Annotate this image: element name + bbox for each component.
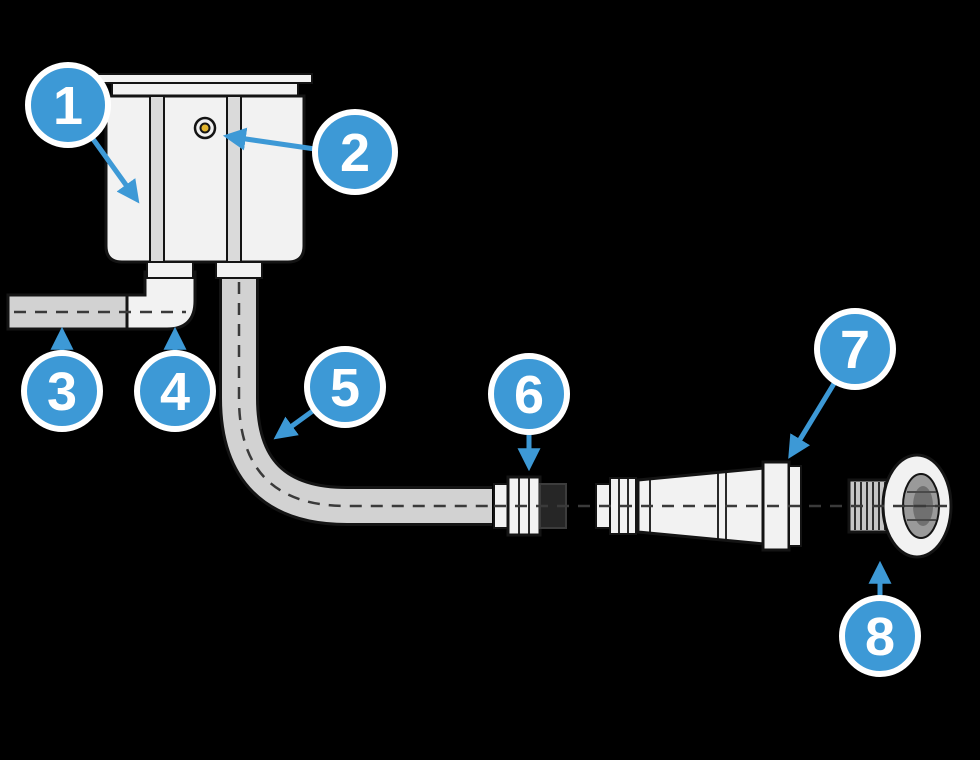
callout-3-bubble — [21, 350, 103, 432]
bleed-screw-center — [199, 122, 211, 134]
callout-4-bubble — [134, 350, 216, 432]
callout-8-bubble — [839, 595, 921, 677]
callout-7-bubble — [814, 308, 896, 390]
callout-2-arrow — [222, 127, 318, 152]
callout-1-label: 1 — [53, 76, 83, 136]
flex-hose — [219, 278, 492, 526]
callout-8-label: 8 — [865, 607, 895, 667]
return-fitting — [847, 453, 953, 559]
skimmer-outlet-left — [146, 261, 194, 279]
callout-1: 1 — [25, 62, 140, 204]
callout-2-label: 2 — [340, 123, 370, 183]
skimmer-outlet-right — [215, 261, 263, 279]
supply-pipe-body — [6, 293, 132, 331]
flex-hose-centerline — [237, 282, 488, 508]
callout-6-bubble — [488, 353, 570, 435]
skimmer-assembly — [97, 73, 313, 279]
callout-1-arrow — [90, 136, 140, 204]
cone-fitting-body — [636, 466, 766, 546]
callout-1-bubble — [25, 62, 111, 148]
callout-8: 8 — [839, 560, 921, 677]
callout-3-label: 3 — [47, 362, 77, 422]
supply-pipe — [6, 293, 132, 331]
callout-6-label: 6 — [514, 365, 544, 425]
callout-2: 2 — [222, 109, 398, 195]
callout-5: 5 — [273, 346, 386, 440]
elbow-fitting — [14, 270, 197, 331]
callout-6: 6 — [488, 353, 570, 472]
callout-5-label: 5 — [330, 358, 360, 418]
skimmer-baffle-left — [149, 95, 165, 263]
callout-4: 4 — [134, 326, 216, 432]
callout-7: 7 — [788, 308, 896, 459]
callout-2-bubble — [312, 109, 398, 195]
skimmer-lid-collar — [111, 82, 299, 97]
callout-3: 3 — [21, 326, 103, 432]
callout-7-label: 7 — [840, 320, 870, 380]
callout-4-label: 4 — [160, 362, 190, 422]
elbow-fitting-body — [125, 270, 197, 331]
callout-5-arrow — [273, 407, 317, 440]
compression-fitting — [493, 475, 567, 537]
skimmer-baffle-right — [226, 95, 242, 263]
skimmer-lid-plate — [97, 73, 313, 84]
callout-5-bubble — [304, 346, 386, 428]
callout-7-arrow — [788, 379, 838, 459]
